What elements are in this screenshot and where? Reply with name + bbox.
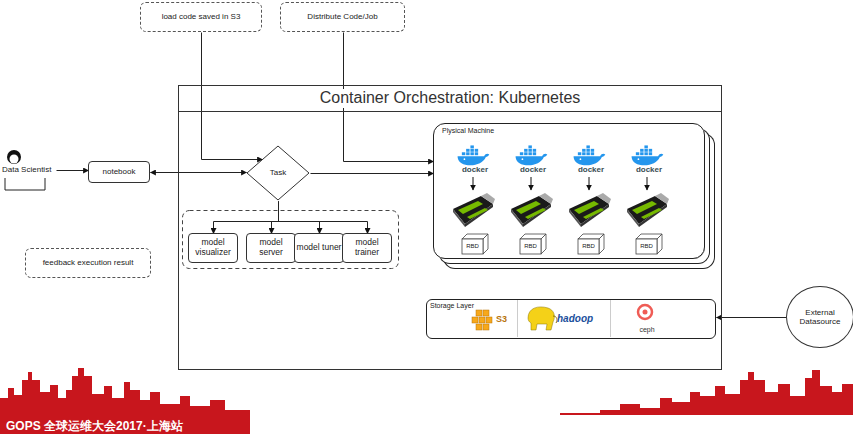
cluster-frame: Container Orchestration: KubernetesTask m… bbox=[178, 85, 722, 370]
process-box: model tuner bbox=[294, 233, 344, 263]
process-box: model server bbox=[246, 233, 296, 263]
connector bbox=[151, 172, 247, 173]
storage-layer: Storage LayerS3 hadoop ceph bbox=[426, 299, 716, 339]
skyline-banner bbox=[0, 368, 853, 434]
storage-logos bbox=[472, 299, 652, 337]
logo-label: ceph bbox=[635, 326, 659, 333]
note-box: feedback execution result bbox=[25, 248, 151, 278]
actor: Data Scientist bbox=[0, 148, 56, 192]
connector bbox=[279, 202, 368, 234]
logo-label: hadoop bbox=[557, 313, 593, 324]
connector bbox=[279, 202, 320, 234]
node-text: model trainer bbox=[343, 238, 391, 258]
node-text: Task bbox=[270, 168, 286, 177]
docker-label: docker bbox=[450, 165, 500, 174]
banner-text: GOPS 全球运维大会2017·上海站 bbox=[6, 419, 183, 434]
node-text: Distribute Code/Job bbox=[307, 12, 377, 21]
storage-cube: RBD bbox=[461, 233, 489, 255]
decision-diamond: Task bbox=[246, 145, 310, 201]
node-text: model visualizer bbox=[189, 238, 237, 258]
connector bbox=[272, 202, 279, 234]
docker-label: docker bbox=[566, 165, 616, 174]
node-text: External Datasource bbox=[787, 308, 853, 326]
node-text: model tuner bbox=[297, 243, 342, 253]
process-box: model trainer bbox=[342, 233, 392, 263]
node-text: Container Orchestration: Kubernetes bbox=[316, 89, 585, 107]
node-text: Plysical Machine bbox=[442, 127, 494, 135]
docker-gpu-stack bbox=[453, 145, 669, 227]
process-box: model visualizer bbox=[188, 233, 238, 263]
process-box: notebook bbox=[88, 161, 150, 183]
node-text: load code saved in S3 bbox=[162, 12, 241, 21]
node-text: RBD bbox=[582, 238, 600, 250]
logo-label: S3 bbox=[496, 314, 507, 324]
storage-cube: RBD bbox=[519, 233, 547, 255]
datasource-circle: External Datasource bbox=[786, 286, 853, 348]
note-box: Distribute Code/Job bbox=[280, 2, 405, 32]
header-band: Container Orchestration: Kubernetes bbox=[179, 86, 721, 112]
docker-label: docker bbox=[624, 165, 674, 174]
node-text: model server bbox=[247, 238, 295, 258]
connector bbox=[311, 173, 434, 174]
node-text: notebook bbox=[103, 167, 136, 176]
connector bbox=[717, 317, 787, 318]
node-text: RBD bbox=[640, 238, 658, 250]
docker-label: docker bbox=[508, 165, 558, 174]
node-text: Data Scientist bbox=[2, 165, 51, 174]
machine-group: Plysical MachineRBD RBD RBD RBD docker docker… bbox=[433, 123, 705, 259]
node-text: Storage Layer bbox=[430, 302, 474, 310]
note-box: load code saved in S3 bbox=[140, 2, 262, 32]
group-outline bbox=[183, 211, 399, 269]
connector bbox=[214, 202, 279, 234]
storage-cube: RBD bbox=[577, 233, 605, 255]
connector bbox=[57, 170, 89, 171]
node-text: RBD bbox=[524, 238, 542, 250]
node-text: RBD bbox=[466, 238, 484, 250]
storage-cube: RBD bbox=[635, 233, 663, 255]
connector bbox=[202, 33, 263, 160]
node-text: feedback execution result bbox=[43, 258, 134, 267]
